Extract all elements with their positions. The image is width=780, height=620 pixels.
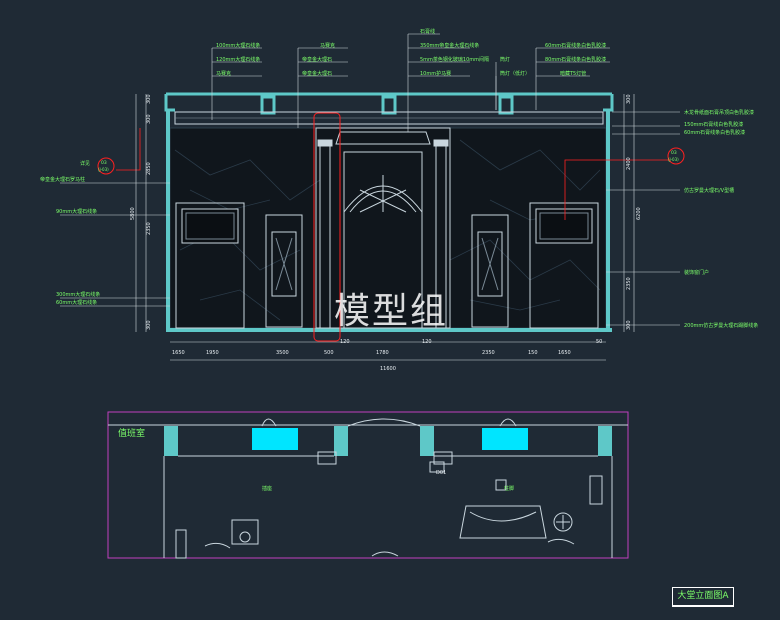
dim-left-total: 5800 xyxy=(130,207,136,220)
right-window-panel xyxy=(471,202,599,329)
floor-line xyxy=(166,328,612,332)
dim-right: 2350 xyxy=(626,277,632,290)
highlighted-column xyxy=(313,112,341,342)
marble-wall xyxy=(169,127,607,329)
right-wall-section xyxy=(606,110,610,332)
dimension-text: 1650 1950 3500 500 120 1780 120 2350 150… xyxy=(130,94,642,372)
dim-bottom: 1650 xyxy=(172,350,185,356)
left-window-panel xyxy=(175,202,303,329)
top-note: 60mm石膏线条白色乳胶漆 xyxy=(545,42,606,49)
callout-circle-left xyxy=(97,157,115,175)
top-note: 马赛克 xyxy=(320,42,335,49)
right-note: 木龙骨纸面石膏吊顶白色乳胶漆 xyxy=(684,109,754,116)
right-note: 200mm仿古罗曼大理石踢脚线条 xyxy=(684,322,758,329)
dim-right: 300 xyxy=(626,320,632,330)
top-note: 帝皇金大理石 xyxy=(302,70,332,77)
dim-right: 300 xyxy=(626,94,632,104)
left-note: 300mm大理石线条 xyxy=(56,291,100,298)
plan-frame xyxy=(107,411,629,559)
top-note: 100mm大理石线条 xyxy=(216,42,260,49)
annotation-text: 100mm大理石线条 120mm大理石线条 马赛克 马赛克 帝皇金大理石 帝皇金… xyxy=(40,28,758,329)
callout-circle-right xyxy=(667,147,685,165)
dim-bottom: 50 xyxy=(596,339,602,345)
armchair xyxy=(231,519,259,545)
ceiling-section xyxy=(164,92,614,115)
top-note: 10mm护马赛 xyxy=(420,70,451,77)
right-note: 装饰窗门户 xyxy=(684,269,709,276)
dim-bottom: 500 xyxy=(324,350,334,356)
top-note: 120mm大理石线条 xyxy=(216,56,260,63)
drawing-title: 大堂立面图A xyxy=(672,587,734,606)
dim-left: 300 xyxy=(146,94,152,104)
plan-tag: 柱脚 xyxy=(504,485,514,492)
plan-room-label: 值班室 xyxy=(118,427,145,439)
right-note: 150mm石膏线白色乳胶漆 xyxy=(684,121,743,128)
callout-left-sheet: (J-03) xyxy=(98,167,109,172)
dim-left: 300 xyxy=(146,114,152,124)
callout-left-num: 03 xyxy=(101,160,107,166)
floor-plan: 值班室 插座 D01 柱脚 xyxy=(107,411,629,559)
right-note: 仿古罗曼大理石/V型槽 xyxy=(684,187,734,194)
top-note: 暗藏T5灯管 xyxy=(560,70,586,77)
cornice xyxy=(174,111,604,125)
dims-left-group: 300 300 2850 2350 300 5800 xyxy=(130,94,152,330)
top-note: 350mm帝皇金大理石线条 xyxy=(420,42,479,49)
dim-right: 2400 xyxy=(626,157,632,170)
dim-left: 2850 xyxy=(146,162,152,175)
dim-bottom: 3500 xyxy=(276,350,289,356)
dim-left: 2350 xyxy=(146,222,152,235)
elevation-drawing xyxy=(60,33,685,361)
central-archway xyxy=(315,127,451,329)
left-note: 60mm大理石线条 xyxy=(56,299,97,306)
dim-bottom: 1950 xyxy=(206,350,219,356)
top-note: 5mm茶色钢化玻璃10mm间隔 xyxy=(420,56,489,63)
left-note: 90mm大理石线条 xyxy=(56,208,97,215)
top-note: 筒灯（低灯） xyxy=(500,70,530,77)
dim-bottom: 1650 xyxy=(558,350,571,356)
annotation-leaders xyxy=(60,33,680,326)
dim-right-total: 6200 xyxy=(636,207,642,220)
right-note: 60mm石膏线条白色乳胶漆 xyxy=(684,129,745,136)
dim-bottom: 120 xyxy=(422,339,432,345)
plan-text: 值班室 插座 D01 柱脚 xyxy=(118,427,514,492)
table-lamp xyxy=(553,512,573,532)
top-note: 筒灯 xyxy=(500,56,510,63)
plan-tag: D01 xyxy=(436,470,446,476)
floor-lamp xyxy=(239,531,251,543)
top-note: 80mm石膏线条白色乳胶漆 xyxy=(545,56,606,63)
window-opening-right xyxy=(482,428,528,450)
dim-bottom: 150 xyxy=(528,350,538,356)
dimension-lines xyxy=(135,94,635,361)
dim-bottom: 1780 xyxy=(376,350,389,356)
dim-bottom: 2350 xyxy=(482,350,495,356)
callout-right-num: 03 xyxy=(671,150,677,156)
callout-right-sheet: (J-03) xyxy=(668,157,679,162)
plan-tag: 插座 xyxy=(262,485,272,492)
left-wall-section xyxy=(166,110,170,332)
left-note: 详见 xyxy=(80,160,90,167)
dim-bottom: 120 xyxy=(340,339,350,345)
title-underline xyxy=(672,606,734,607)
top-note: 石膏线 xyxy=(420,28,435,35)
left-note: 帝皇金大理石罗马柱 xyxy=(40,176,85,183)
dim-total: 11600 xyxy=(380,366,396,372)
watermark: 模型组 xyxy=(334,291,449,332)
top-note: 马赛克 xyxy=(216,70,231,77)
window-opening-left xyxy=(252,428,298,450)
dim-left: 300 xyxy=(146,320,152,330)
dims-right-group: 300 2400 2350 300 6200 xyxy=(626,94,642,330)
top-note: 帝皇金大理石 xyxy=(302,56,332,63)
